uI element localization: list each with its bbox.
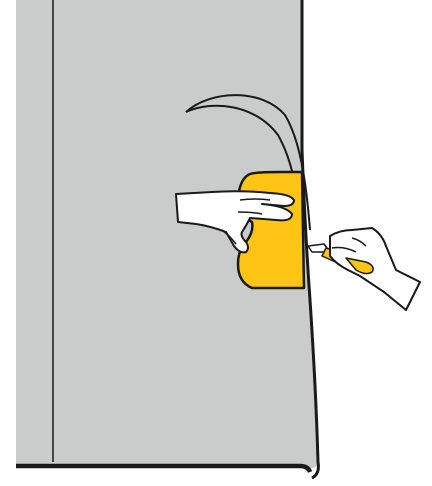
- glove-right: [330, 228, 420, 310]
- panel-bottom-edge: [16, 466, 310, 472]
- gloved-hand-right: [308, 228, 420, 310]
